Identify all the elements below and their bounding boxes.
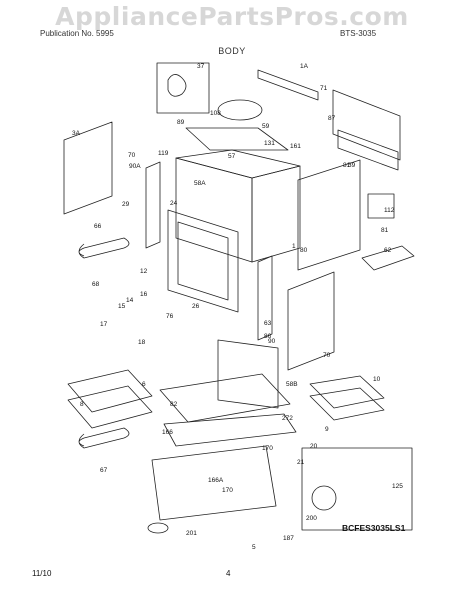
- part-24-opening: [177, 221, 229, 301]
- callout-201: 201: [186, 530, 197, 537]
- callout-67: 67: [100, 467, 108, 474]
- part-1-top: [175, 149, 301, 179]
- part-9-broil-pan: [309, 387, 385, 421]
- callout-87: 87: [328, 115, 336, 122]
- callout-17: 17: [100, 321, 108, 328]
- footer-date: 11/10: [32, 569, 52, 578]
- callout-170: 170: [262, 445, 273, 452]
- callout-10: 10: [373, 376, 381, 383]
- footer-page-number: 4: [226, 569, 231, 578]
- section-title: BODY: [218, 46, 246, 56]
- callout-272: 272: [282, 415, 293, 422]
- part-10-broil-grid: [309, 375, 385, 409]
- part-1a-strip: [257, 69, 319, 101]
- part-1-side: [251, 165, 301, 263]
- callout-70: 70: [128, 152, 136, 159]
- part-59-cover: [185, 127, 289, 151]
- part-62-terminal: [361, 245, 415, 271]
- part-70-right-panel: [287, 271, 335, 371]
- callout-3a: 3A: [72, 130, 81, 137]
- callout-71: 71: [320, 85, 328, 92]
- callout-1a: 1A: [300, 63, 309, 70]
- callout-15: 15: [118, 303, 126, 310]
- callout-76: 76: [166, 313, 174, 320]
- callout-26: 26: [192, 303, 200, 310]
- callout-166a: 166A: [208, 477, 224, 484]
- publication-number: Publication No. 5995: [40, 29, 114, 38]
- part-108-fan: [217, 99, 263, 121]
- callout-187: 187: [283, 535, 294, 542]
- callout-57: 57: [228, 153, 236, 160]
- callout-59: 59: [262, 123, 270, 130]
- part-112-inset: [367, 193, 395, 219]
- callout-37: 37: [197, 63, 205, 70]
- callout-200: 200: [306, 515, 317, 522]
- callout-12: 12: [140, 268, 148, 275]
- callout-108: 108: [210, 110, 221, 117]
- part-166-rail: [163, 413, 297, 447]
- callout-58a: 58A: [194, 180, 206, 187]
- callout-39: 39: [348, 162, 356, 169]
- callout-90a: 90A: [129, 163, 141, 170]
- callout-131: 131: [264, 140, 275, 147]
- part-81-rear-panel: [297, 159, 361, 271]
- callout-9: 9: [325, 426, 329, 433]
- part-187-motor: [311, 485, 337, 511]
- part-1-front: [175, 157, 253, 263]
- part-71-panel: [332, 89, 401, 161]
- callout-58b: 58B: [286, 381, 298, 388]
- callout-62: 62: [384, 247, 392, 254]
- callout-21: 21: [297, 459, 305, 466]
- callout-14: 14: [126, 297, 134, 304]
- model-code-label: BCFES3035LS1: [342, 523, 406, 533]
- callout-86: 86: [264, 333, 272, 340]
- callout-63: 63: [264, 320, 272, 327]
- part-6-rack-lower: [67, 385, 153, 429]
- callout-1: 1: [292, 243, 296, 250]
- callout-112: 112: [384, 207, 395, 214]
- callout-20: 20: [310, 443, 318, 450]
- callout-70: 70: [323, 352, 331, 359]
- part-67-element: [78, 427, 130, 449]
- callout-66: 66: [94, 223, 102, 230]
- part-24-cavity: [167, 209, 239, 313]
- callout-24: 24: [170, 200, 178, 207]
- part-6-rack-upper: [67, 369, 153, 413]
- callout-16: 16: [140, 291, 148, 298]
- callout-81: 81: [343, 162, 351, 169]
- callout-81: 81: [381, 227, 389, 234]
- callout-6: 6: [142, 381, 146, 388]
- callout-18: 18: [138, 339, 146, 346]
- callout-82: 82: [170, 401, 178, 408]
- part-187-inset: [301, 447, 413, 531]
- part-39-harness: [167, 74, 187, 97]
- callout-166: 166: [162, 429, 173, 436]
- callout-170: 170: [222, 487, 233, 494]
- part-82-base: [159, 373, 291, 423]
- model-header: BTS-3035: [340, 29, 377, 38]
- part-66-element: [78, 237, 130, 259]
- callout-89: 89: [177, 119, 185, 126]
- callout-119: 119: [158, 150, 169, 157]
- callout-68: 68: [92, 281, 100, 288]
- part-3a-panel: [63, 121, 113, 215]
- part-58b-insulation: [217, 339, 279, 409]
- callout-161: 161: [290, 143, 301, 150]
- callout-29: 29: [122, 201, 130, 208]
- part-200-leg: [147, 522, 169, 534]
- watermark: AppliancePartsPros.com: [55, 2, 409, 31]
- part-39-inset: [156, 62, 210, 114]
- callout-8: 8: [80, 401, 84, 408]
- part-90-strip: [257, 255, 273, 341]
- part-87-panel: [337, 129, 399, 171]
- part-90a-strip: [145, 161, 161, 249]
- part-166a-drawer: [151, 445, 277, 521]
- callout-5: 5: [252, 544, 256, 551]
- callout-125: 125: [392, 483, 403, 490]
- callout-90: 90: [268, 338, 276, 345]
- callout-80: 80: [300, 247, 308, 254]
